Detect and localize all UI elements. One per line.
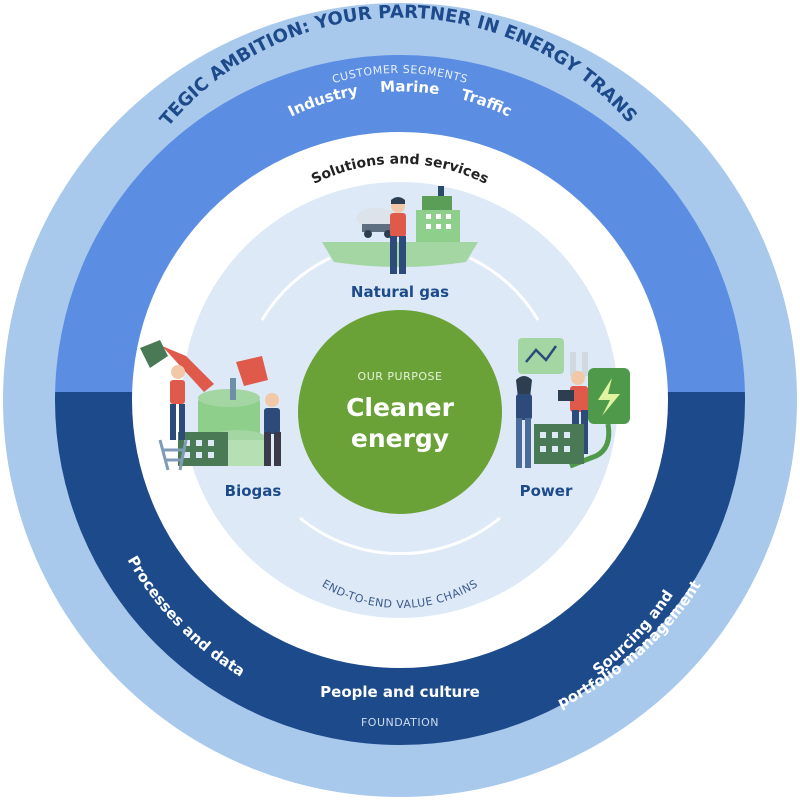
ship-person-icon xyxy=(322,186,478,274)
purpose-title-line1: Cleaner xyxy=(346,393,454,422)
value-chain-power: Power xyxy=(520,482,573,500)
value-chain-biogas: Biogas xyxy=(225,482,282,500)
power-plug-icon xyxy=(516,338,630,469)
purpose-label: OUR PURPOSE xyxy=(358,370,443,383)
segment-marine: Marine xyxy=(380,77,441,98)
biogas-plant-icon xyxy=(140,340,281,471)
value-chain-natural-gas: Natural gas xyxy=(351,283,449,301)
purpose-title-line2: energy xyxy=(351,424,449,453)
value-chain-arcs xyxy=(260,256,540,556)
foundation-people-culture: People and culture xyxy=(320,683,480,701)
foundation-label: FOUNDATION xyxy=(361,716,439,729)
purpose-circle xyxy=(298,310,502,514)
